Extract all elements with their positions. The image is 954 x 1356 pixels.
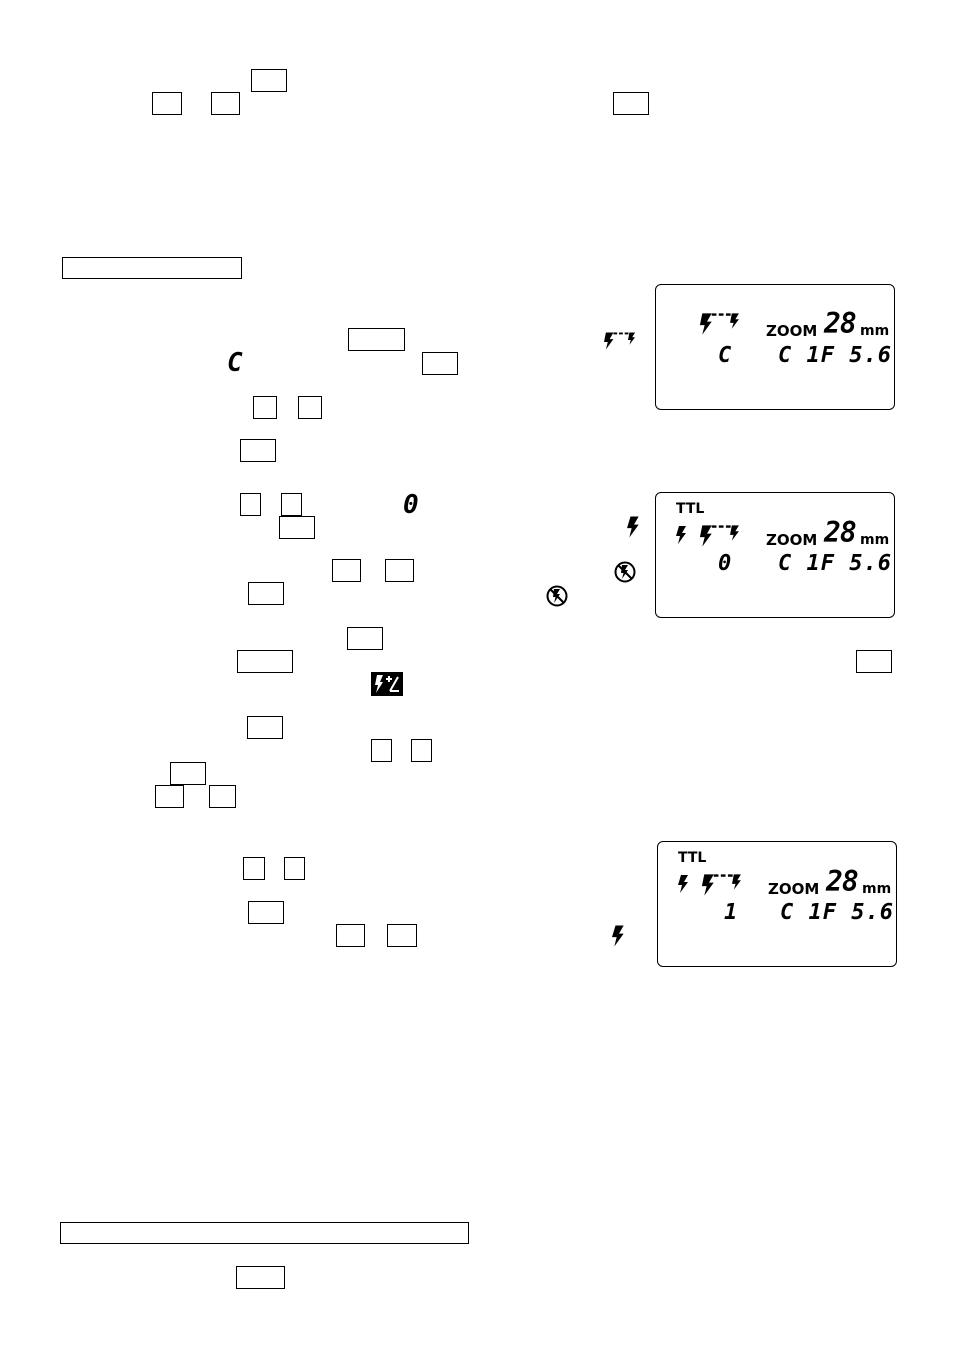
key-box bbox=[240, 439, 276, 462]
flash-icon bbox=[627, 515, 641, 539]
key-box bbox=[856, 650, 892, 673]
section-heading-box bbox=[60, 1222, 469, 1244]
channel-c-glyph: C bbox=[227, 348, 243, 378]
key-box bbox=[211, 92, 240, 115]
key-box bbox=[243, 857, 265, 880]
key-box bbox=[248, 582, 284, 605]
zoom-value: 28 bbox=[824, 307, 857, 340]
key-box bbox=[251, 69, 287, 92]
key-box bbox=[152, 92, 182, 115]
key-box bbox=[247, 716, 283, 739]
section-heading-box bbox=[62, 257, 242, 279]
key-box bbox=[348, 328, 405, 351]
key-box bbox=[170, 762, 206, 785]
key-box bbox=[155, 785, 184, 808]
channel-value: C bbox=[718, 343, 733, 368]
zoom-label: ZOOM bbox=[766, 531, 818, 549]
key-box bbox=[411, 739, 432, 762]
readout: C 1F 5.6 bbox=[778, 343, 892, 368]
flash-icon bbox=[678, 874, 690, 894]
key-box bbox=[422, 352, 458, 375]
key-box bbox=[240, 493, 261, 516]
flash-off-icon bbox=[614, 561, 636, 583]
channel-value: 0 bbox=[718, 551, 733, 576]
wireless-flash-icon bbox=[698, 311, 742, 337]
key-box bbox=[237, 650, 293, 673]
key-box bbox=[236, 1266, 285, 1289]
zoom-unit: mm bbox=[862, 881, 892, 897]
ttl-label: TTL bbox=[676, 501, 705, 517]
key-box bbox=[281, 493, 302, 516]
zoom-label: ZOOM bbox=[768, 880, 820, 898]
wireless-flash-icon bbox=[698, 523, 742, 549]
lcd-panel-ttl: TTL ZOOM 28 mm 0 C 1F 5.6 bbox=[655, 492, 895, 618]
key-box bbox=[385, 559, 414, 582]
readout: C 1F 5.6 bbox=[780, 900, 894, 925]
key-box bbox=[298, 396, 322, 419]
zoom-unit: mm bbox=[860, 532, 890, 548]
zoom-value: 28 bbox=[824, 516, 857, 549]
zoom-unit: mm bbox=[860, 323, 890, 339]
key-box bbox=[347, 627, 383, 650]
lcd-panel-ttl-ch1: TTL ZOOM 28 mm 1 C 1F 5.6 bbox=[657, 841, 897, 967]
key-box bbox=[279, 516, 315, 539]
flash-off-icon bbox=[546, 585, 568, 607]
flash-icon bbox=[676, 525, 688, 545]
key-box bbox=[371, 739, 392, 762]
flash-compensation-icon bbox=[371, 672, 403, 696]
key-box bbox=[284, 857, 305, 880]
key-box bbox=[387, 924, 417, 947]
flash-icon bbox=[612, 924, 626, 948]
key-box bbox=[332, 559, 361, 582]
channel-value: 1 bbox=[724, 900, 739, 925]
zoom-label: ZOOM bbox=[766, 322, 818, 340]
key-box bbox=[336, 924, 365, 947]
zoom-value: 28 bbox=[826, 865, 859, 898]
key-box bbox=[253, 396, 277, 419]
lcd-panel-channel: ZOOM 28 mm C C 1F 5.6 bbox=[655, 284, 895, 410]
key-box bbox=[209, 785, 236, 808]
readout: C 1F 5.6 bbox=[778, 551, 892, 576]
level-zero-glyph: 0 bbox=[403, 490, 419, 520]
wireless-flash-icon bbox=[700, 872, 744, 898]
key-box bbox=[248, 901, 284, 924]
wireless-flash-icon bbox=[604, 330, 636, 352]
key-box bbox=[613, 92, 649, 115]
ttl-label: TTL bbox=[678, 850, 707, 866]
